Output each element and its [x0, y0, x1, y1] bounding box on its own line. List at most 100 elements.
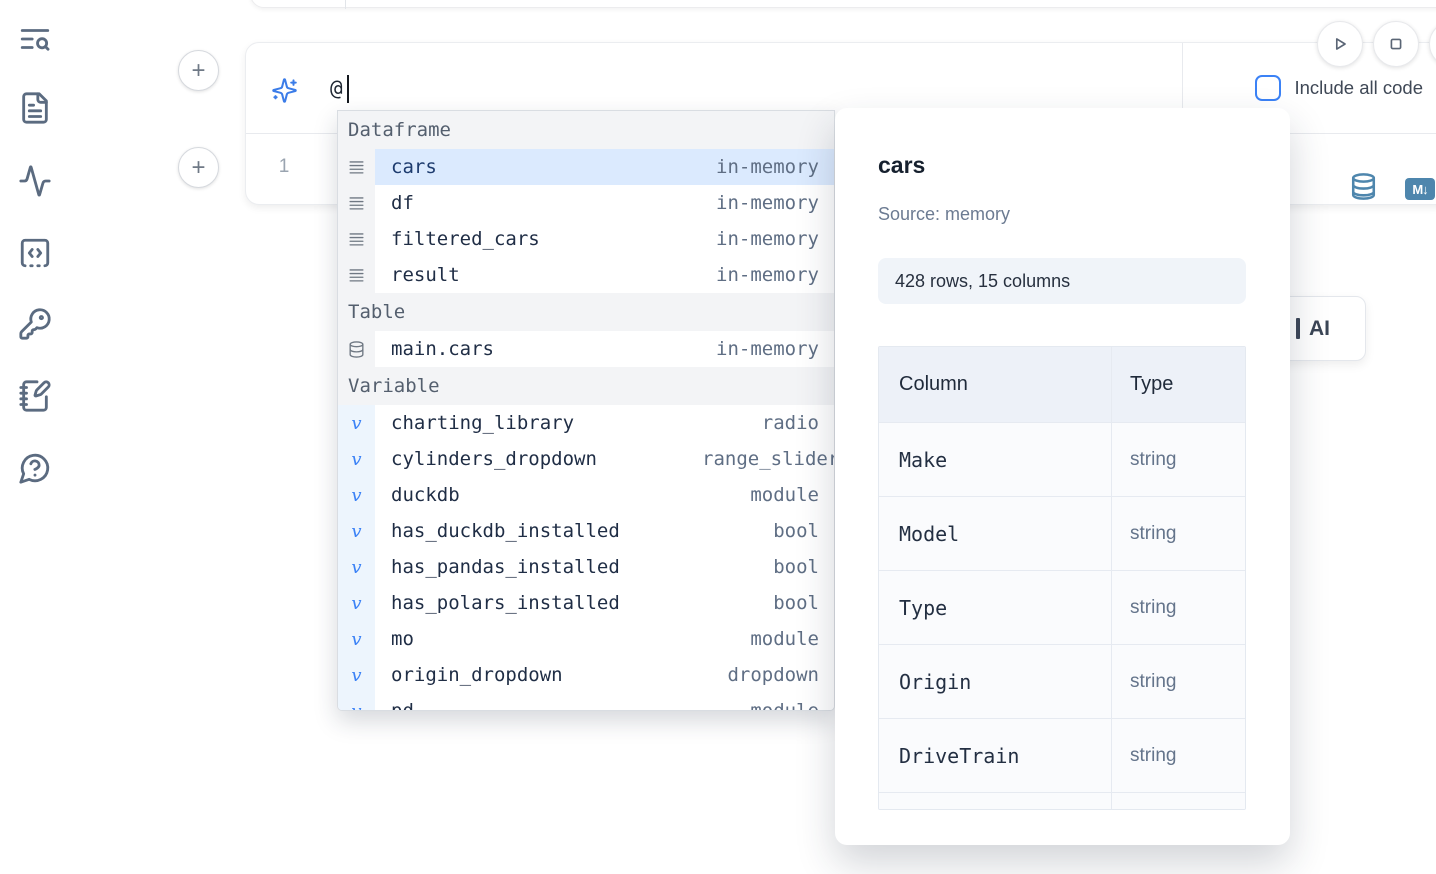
column-name-cell: Make [879, 423, 1112, 496]
clipped-letter [1296, 318, 1300, 339]
item-type: in-memory [716, 192, 819, 214]
item-name: origin_dropdown [391, 664, 563, 686]
item-type: module [750, 484, 819, 506]
column-type-cell: string [1130, 744, 1177, 766]
autocomplete-item-df[interactable]: df in-memory [338, 185, 834, 221]
item-type: bool [773, 592, 819, 614]
autocomplete-item-cars[interactable]: cars in-memory [338, 149, 834, 185]
list-search-icon[interactable] [18, 22, 54, 58]
sparkles-icon [271, 77, 298, 104]
autocomplete-item-origin_dropdown[interactable]: v origin_dropdown dropdown [338, 657, 834, 693]
item-name: has_pandas_installed [391, 556, 620, 578]
column-name-cell [879, 793, 1112, 809]
item-name: result [391, 264, 460, 286]
add-cell-button[interactable]: + [178, 50, 219, 91]
schema-row: Make string [879, 423, 1245, 497]
schema-row: Origin string [879, 645, 1245, 719]
autocomplete-item-result[interactable]: result in-memory [338, 257, 834, 293]
stop-button[interactable] [1373, 21, 1419, 67]
variable-icon: v [338, 585, 375, 621]
item-name: df [391, 192, 414, 214]
item-type: bool [773, 520, 819, 542]
key-icon[interactable] [18, 307, 54, 343]
add-cell-button[interactable]: + [178, 147, 219, 188]
item-name: main.cars [391, 338, 494, 360]
variable-icon: v [338, 549, 375, 585]
item-name: cylinders_dropdown [391, 448, 597, 470]
document-icon[interactable] [18, 91, 54, 127]
play-icon [1335, 38, 1346, 50]
dataframe-icon [338, 257, 375, 293]
cell-gutter-divider [345, 0, 346, 9]
dataframe-icon [338, 185, 375, 221]
column-type-cell: string [1130, 448, 1177, 470]
variable-icon: v [338, 657, 375, 693]
dataframe-icon [338, 149, 375, 185]
schema-header-row: Column Type [879, 347, 1245, 423]
item-name: cars [391, 156, 437, 178]
line-number: 1 [278, 156, 290, 177]
previous-cell-edge [250, 0, 1436, 9]
column-type-cell: string [1130, 522, 1177, 544]
variable-icon: v [338, 693, 375, 710]
schema-row [879, 793, 1245, 809]
database-icon[interactable] [1349, 171, 1378, 207]
column-type-cell [1112, 793, 1245, 809]
column-type-cell: Type [1130, 373, 1174, 395]
variable-icon: v [338, 405, 375, 441]
item-type: in-memory [716, 228, 819, 250]
item-type: dropdown [727, 664, 819, 686]
item-name: mo [391, 628, 414, 650]
dataframe-icon [338, 221, 375, 257]
preview-title: cars [878, 152, 926, 178]
ai-prompt-input[interactable]: @ [330, 76, 343, 100]
item-type: in-memory [716, 264, 819, 286]
autocomplete-item-main.cars[interactable]: main.cars in-memory [338, 331, 834, 367]
activity-icon[interactable] [18, 164, 54, 200]
help-icon[interactable] [18, 451, 54, 487]
column-name-cell: Origin [879, 645, 1112, 718]
variable-icon: v [338, 621, 375, 657]
item-name: duckdb [391, 484, 460, 506]
item-type: in-memory [716, 338, 819, 360]
table-icon [338, 331, 375, 367]
text-caret [347, 75, 349, 103]
scratchpad-icon[interactable] [18, 379, 54, 415]
column-name-cell: Model [879, 497, 1112, 570]
cell-output-actions: M↓ [1349, 171, 1435, 207]
schema-row: Model string [879, 497, 1245, 571]
stop-icon [1390, 38, 1402, 50]
column-name-cell: Column [879, 347, 1112, 422]
schema-row: Type string [879, 571, 1245, 645]
code-snippet-icon[interactable] [18, 236, 54, 272]
item-type: module [750, 700, 819, 711]
item-name: filtered_cars [391, 228, 540, 250]
autocomplete-section-header: Table [338, 293, 834, 331]
markdown-export-icon[interactable]: M↓ [1405, 178, 1435, 200]
ai-button-label: AI [1309, 316, 1330, 340]
variable-icon: v [338, 477, 375, 513]
divider [1182, 43, 1183, 134]
autocomplete-section-header: Variable [338, 367, 834, 405]
autocomplete-item-filtered_cars[interactable]: filtered_cars in-memory [338, 221, 834, 257]
item-type: in-memory [716, 156, 819, 178]
column-name-cell: Type [879, 571, 1112, 644]
dataframe-preview-panel: cars Source: memory 428 rows, 15 columns… [835, 108, 1290, 845]
column-type-cell: string [1130, 670, 1177, 692]
run-button[interactable] [1317, 21, 1363, 67]
item-name: has_duckdb_installed [391, 520, 620, 542]
column-type-cell: string [1130, 596, 1177, 618]
include-all-code-checkbox[interactable] [1255, 75, 1282, 101]
